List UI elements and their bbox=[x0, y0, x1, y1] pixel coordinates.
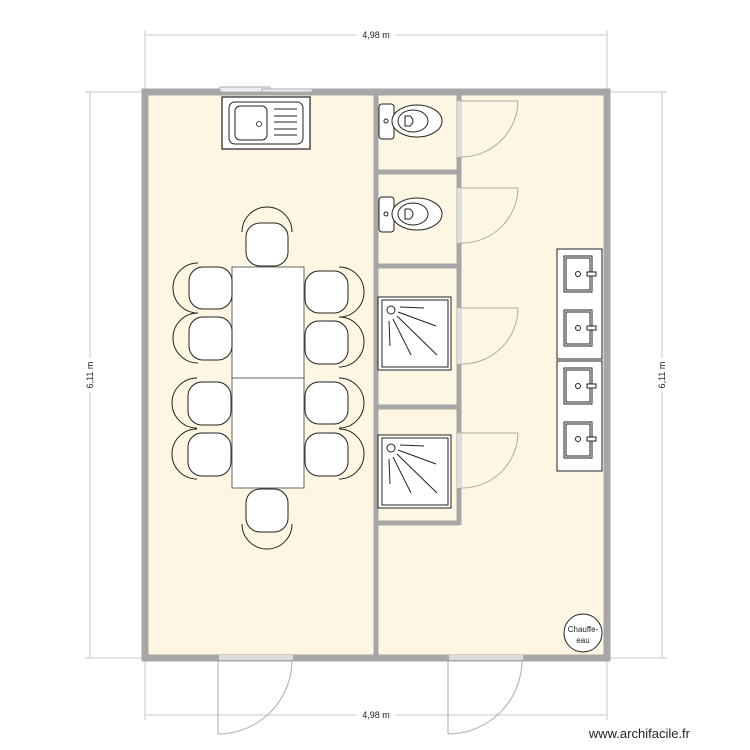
entrance-door-left[interactable] bbox=[217, 655, 293, 735]
chair bbox=[172, 312, 233, 364]
door-shower-1[interactable] bbox=[457, 307, 519, 365]
chair bbox=[171, 377, 232, 429]
chair bbox=[304, 316, 365, 368]
chair bbox=[304, 266, 365, 318]
door-wc-1[interactable] bbox=[457, 100, 519, 158]
shower-tray bbox=[377, 296, 452, 371]
chairs bbox=[171, 206, 365, 550]
chair bbox=[304, 428, 365, 480]
chair bbox=[304, 377, 365, 429]
chair bbox=[172, 262, 233, 314]
chair bbox=[241, 206, 293, 267]
watermark: www.archifacile.fr bbox=[588, 726, 690, 741]
water-heater-label-2: eau bbox=[576, 636, 589, 645]
dining-table bbox=[231, 266, 305, 489]
door-wc-2[interactable] bbox=[457, 187, 519, 244]
toilet bbox=[378, 196, 443, 233]
water-heater: Chauffe- eau bbox=[563, 613, 603, 653]
washbasin-unit bbox=[556, 248, 603, 360]
entrance-door-right[interactable] bbox=[447, 655, 523, 735]
chair bbox=[241, 488, 293, 550]
washbasin-unit bbox=[556, 360, 603, 472]
dimension-bottom-label: 4,98 m bbox=[362, 710, 390, 720]
window bbox=[219, 86, 313, 93]
shower-tray bbox=[377, 434, 452, 509]
toilet bbox=[378, 103, 443, 140]
dimension-left-label: 6,11 m bbox=[85, 362, 95, 389]
chair bbox=[171, 428, 232, 480]
dimension-right-label: 6,11 m bbox=[657, 362, 667, 389]
dimension-top-label: 4,98 m bbox=[362, 30, 390, 40]
kitchen-sink bbox=[221, 96, 311, 150]
door-shower-2[interactable] bbox=[457, 432, 519, 489]
water-heater-label-1: Chauffe- bbox=[568, 625, 599, 634]
